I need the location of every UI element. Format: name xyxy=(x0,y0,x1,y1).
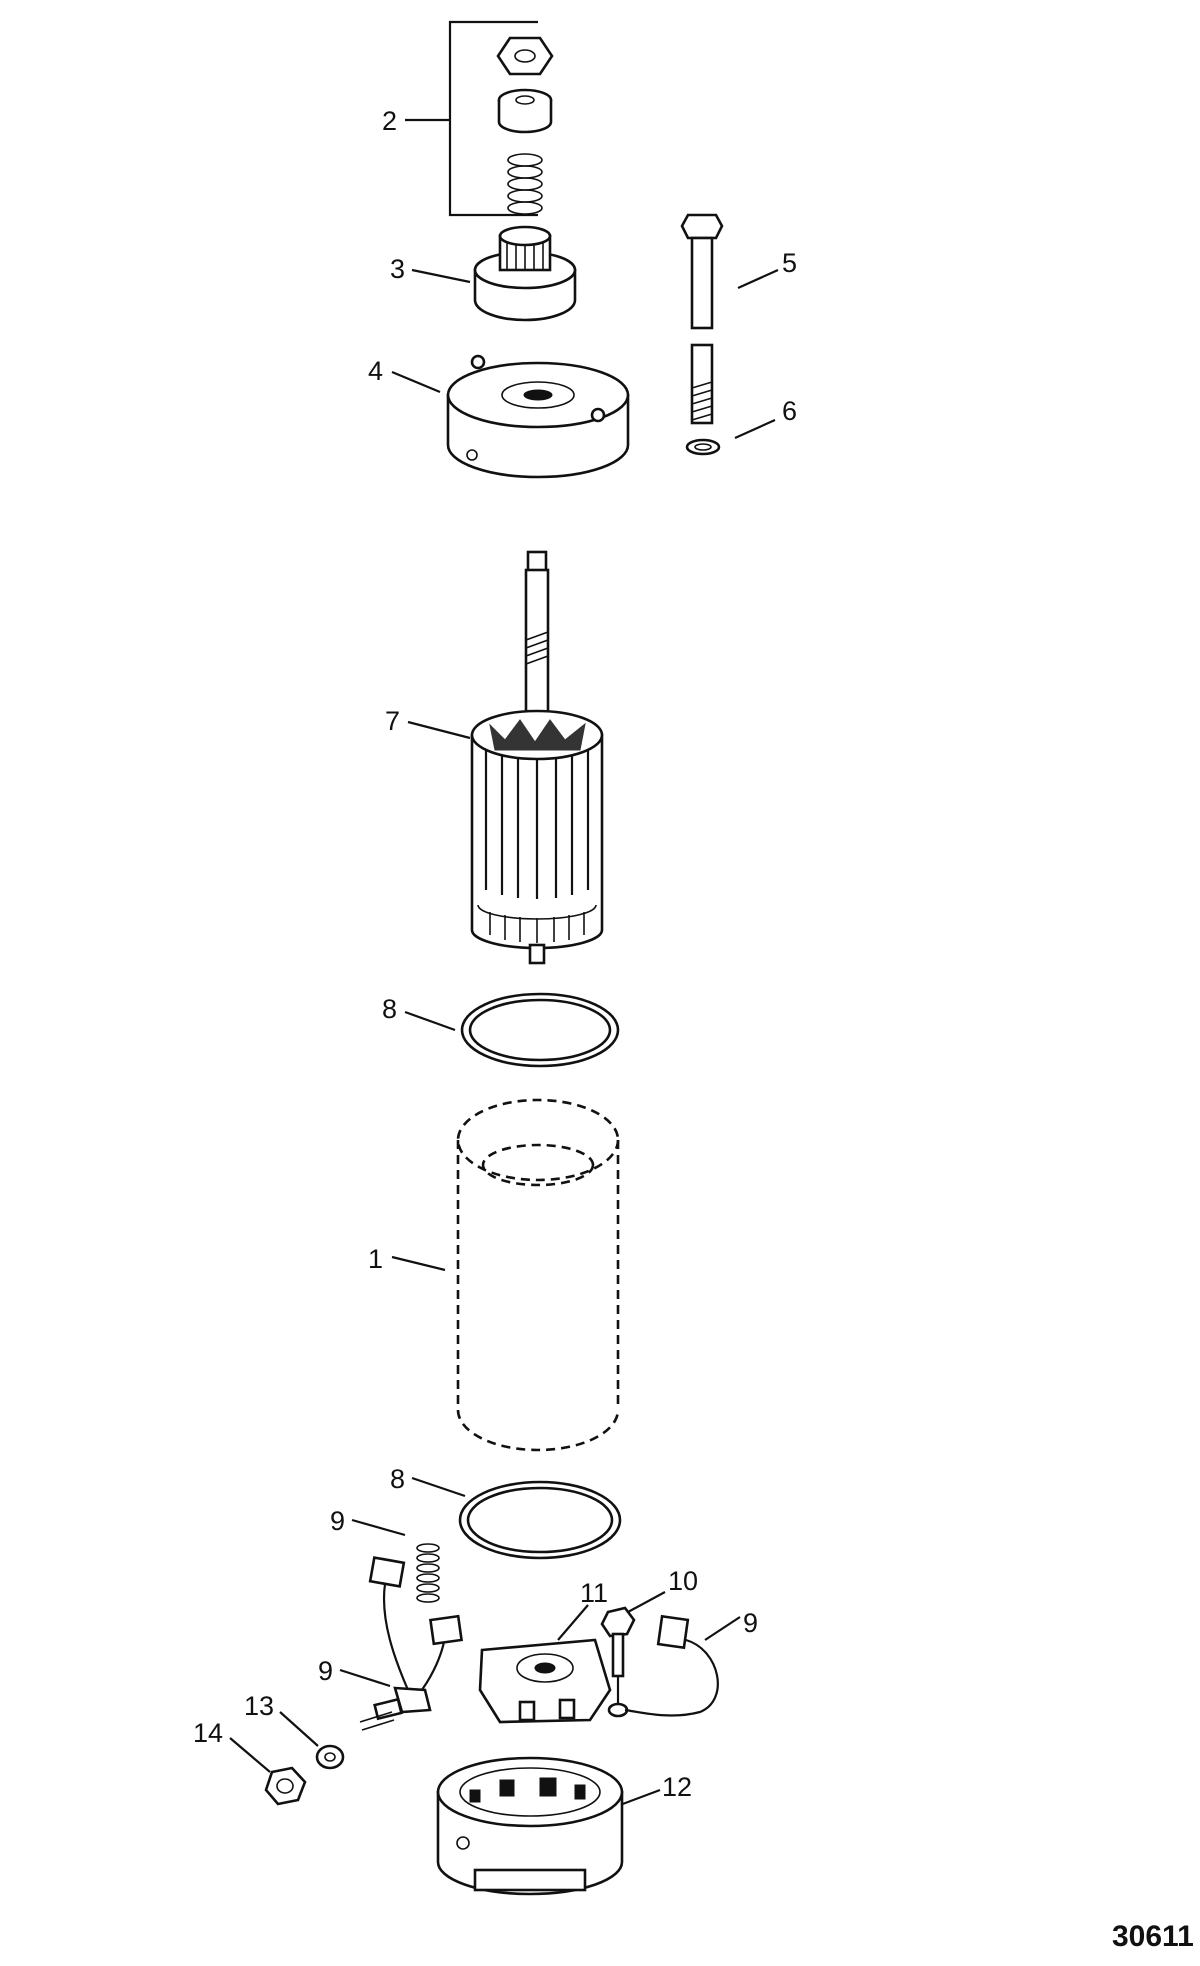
callout-labels: 2 3 4 5 6 7 8 1 8 9 11 10 9 9 13 14 12 xyxy=(193,106,797,1802)
callout-1: 1 xyxy=(368,1244,383,1274)
callout-8-lower: 8 xyxy=(390,1464,405,1494)
callout-10: 10 xyxy=(668,1566,698,1596)
part-4-drive-end-cap xyxy=(391,354,630,479)
part-10-screw-lead xyxy=(600,1591,666,1718)
part-8-o-ring-upper xyxy=(404,992,620,1068)
figure-number: 30611 xyxy=(1112,1920,1194,1953)
part-11-brush-plate xyxy=(478,1604,612,1724)
callout-4: 4 xyxy=(368,356,383,386)
callout-3: 3 xyxy=(390,254,405,284)
part-1-frame-housing xyxy=(391,1098,620,1452)
part-8-o-ring-lower xyxy=(411,1476,622,1560)
callout-6: 6 xyxy=(782,396,797,426)
callout-11: 11 xyxy=(580,1578,608,1608)
callout-8-upper: 8 xyxy=(382,994,397,1024)
part-6-washer xyxy=(685,418,776,456)
callout-13: 13 xyxy=(244,1691,274,1721)
part-7-armature xyxy=(407,550,604,965)
part-5-through-bolt xyxy=(680,213,779,425)
callout-9-lower-left: 9 xyxy=(318,1656,333,1686)
callout-2: 2 xyxy=(382,106,397,136)
callout-9-right: 9 xyxy=(743,1608,758,1638)
part-14-nut xyxy=(229,1737,307,1806)
part-12-commutator-end-cap xyxy=(436,1756,661,1896)
part-2-hardware-kit xyxy=(405,20,554,217)
callout-7: 7 xyxy=(385,706,400,736)
callout-12: 12 xyxy=(662,1772,692,1802)
part-3-drive-pinion xyxy=(411,225,577,322)
part-9-brush-with-lead xyxy=(624,1614,741,1717)
callout-9-upper-left: 9 xyxy=(330,1506,345,1536)
callout-14: 14 xyxy=(193,1718,223,1748)
part-13-washer xyxy=(279,1711,345,1770)
part-9-brush-lead-assembly xyxy=(339,1518,464,1731)
callout-5: 5 xyxy=(782,248,797,278)
